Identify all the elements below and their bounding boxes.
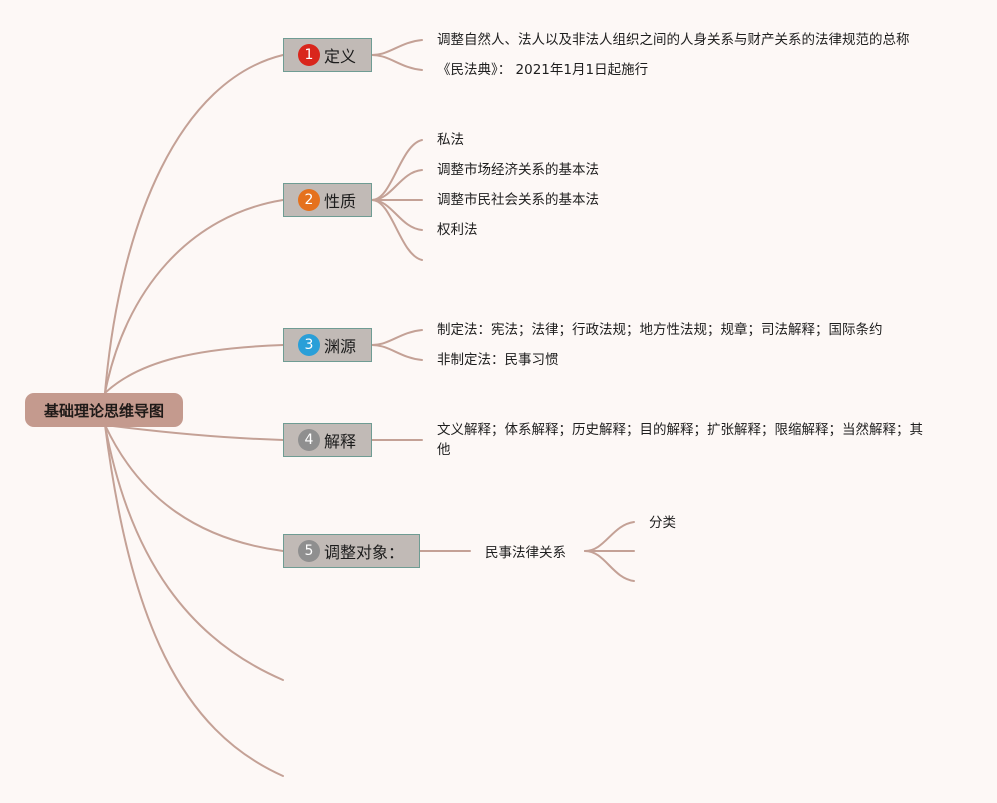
link-b2-leaf-4 [371,199,423,231]
link-root-branch-5 [104,424,284,552]
link-b2-leaf-1 [371,139,423,201]
leaf-nature-2[interactable]: 调整市场经济关系的基本法 [437,162,599,178]
branch-label: 性质 [324,192,357,211]
link-b1-leaf-2 [371,54,423,71]
branch-node-sources[interactable]: 3 渊源 [283,328,372,362]
leaf-nature-4[interactable]: 权利法 [437,222,478,238]
branch-label: 渊源 [324,337,357,356]
number-badge-icon: 2 [298,189,320,211]
number-badge-icon: 1 [298,44,320,66]
link-root-empty-2 [104,424,284,777]
root-node[interactable]: 基础理论思维导图 [25,393,183,427]
link-root-branch-4 [104,424,284,441]
branch-node-adjustment-object[interactable]: 5 调整对象： [283,534,420,568]
link-b1-leaf-1 [371,39,423,56]
branch-node-nature[interactable]: 2 性质 [283,183,372,217]
link-b3-leaf-1 [371,329,423,346]
leaf-definition-1[interactable]: 调整自然人、法人以及非法人组织之间的人身关系与财产关系的法律规范的总称 [437,32,910,48]
branch-label: 定义 [324,47,357,66]
link-b2-leaf-5 [371,199,423,261]
leaf-sources-2[interactable]: 非制定法：民事习惯 [437,352,559,368]
branch-label: 解释 [324,432,357,451]
link-root-branch-2 [104,199,284,394]
leaf-definition-2[interactable]: 《民法典》： 2021年1月1日起施行 [437,62,649,78]
number-badge-icon: 4 [298,429,320,451]
number-badge-icon: 5 [298,540,320,562]
leaf-nature-1[interactable]: 私法 [437,132,464,148]
link-gc-1 [584,521,635,552]
branch-node-definition[interactable]: 1 定义 [283,38,372,72]
link-gc-3 [584,550,635,582]
leaf-classification[interactable]: 分类 [649,515,676,531]
link-b3-leaf-2 [371,344,423,361]
leaf-sources-1[interactable]: 制定法：宪法；法律；行政法规；地方性法规；规章；司法解释；国际条约 [437,322,883,338]
link-root-branch-1 [104,54,284,394]
link-root-empty-1 [104,424,284,681]
link-root-branch-3 [104,344,284,394]
leaf-nature-3[interactable]: 调整市民社会关系的基本法 [437,192,599,208]
branch-label: 调整对象： [324,543,405,562]
branch-node-interpretation[interactable]: 4 解释 [283,423,372,457]
link-b2-leaf-2 [371,169,423,201]
leaf-civil-legal-relation[interactable]: 民事法律关系 [485,545,566,561]
leaf-interpretation-1[interactable]: 文义解释；体系解释；历史解释；目的解释；扩张解释；限缩解释；当然解释；其他 [437,422,923,458]
number-badge-icon: 3 [298,334,320,356]
